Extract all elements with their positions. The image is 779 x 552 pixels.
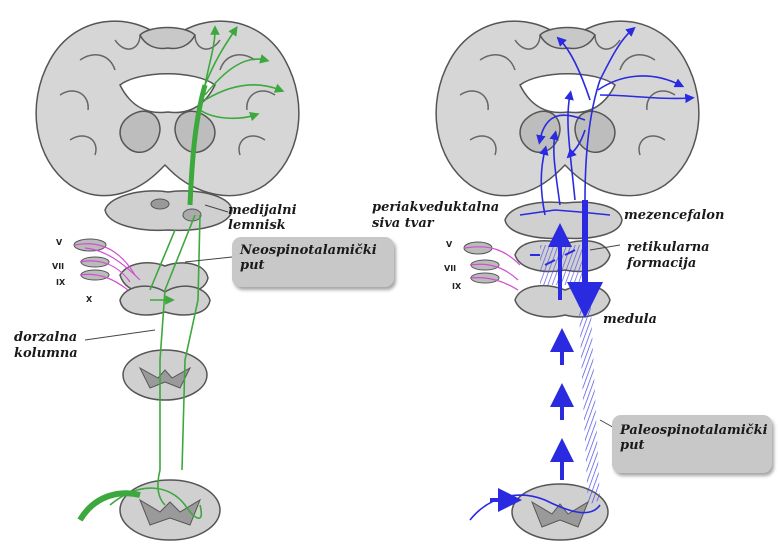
label-medial-lemniscus-2: lemnisk bbox=[228, 218, 286, 233]
label-reticular-2: formacija bbox=[627, 256, 696, 271]
label-pag-1: periakveduktalna bbox=[372, 200, 499, 215]
right-paleo-tract bbox=[578, 290, 600, 505]
label-neo-2: put bbox=[240, 258, 386, 273]
label-dorsal-1: dorzalna bbox=[14, 330, 77, 345]
left-lemniscus-nucleus bbox=[183, 209, 201, 221]
right-midbrain bbox=[505, 202, 622, 238]
label-neo-1: Neospinotalamički bbox=[240, 243, 386, 258]
left-aqueduct bbox=[151, 199, 169, 209]
left-nucleus-vii bbox=[81, 257, 109, 267]
right-nerve-vii: VII bbox=[444, 264, 456, 273]
label-mesencephalon: mezencefalon bbox=[624, 208, 724, 223]
label-reticular-1: retikularna bbox=[627, 240, 710, 255]
left-nerve-vii: VII bbox=[52, 262, 64, 271]
label-dorsal-2: kolumna bbox=[14, 346, 78, 361]
left-nerve-x: X bbox=[86, 295, 92, 304]
left-spinal-section-lower bbox=[120, 480, 220, 540]
right-nerve-ix: IX bbox=[452, 282, 461, 291]
right-medulla bbox=[515, 286, 610, 317]
left-nerve-ix: IX bbox=[56, 278, 65, 287]
left-spinal-section-upper bbox=[123, 350, 207, 400]
right-nerve-v: V bbox=[446, 240, 452, 249]
neospinothalamic-box: Neospinotalamički put bbox=[232, 237, 394, 287]
label-medulla: medula bbox=[603, 312, 657, 327]
left-midbrain bbox=[105, 191, 232, 230]
left-neo-callout bbox=[185, 257, 232, 262]
left-dorsal-callout bbox=[85, 330, 155, 340]
label-pag-2: siva tvar bbox=[372, 216, 434, 231]
label-paleo-1: Paleospinotalamički bbox=[620, 423, 764, 438]
label-paleo-2: put bbox=[620, 438, 764, 453]
left-brain-section bbox=[36, 21, 299, 196]
paleospinothalamic-box: Paleospinotalamički put bbox=[612, 415, 772, 473]
label-medial-lemniscus-1: medijalni bbox=[228, 203, 297, 218]
left-nerve-v: V bbox=[56, 238, 62, 247]
